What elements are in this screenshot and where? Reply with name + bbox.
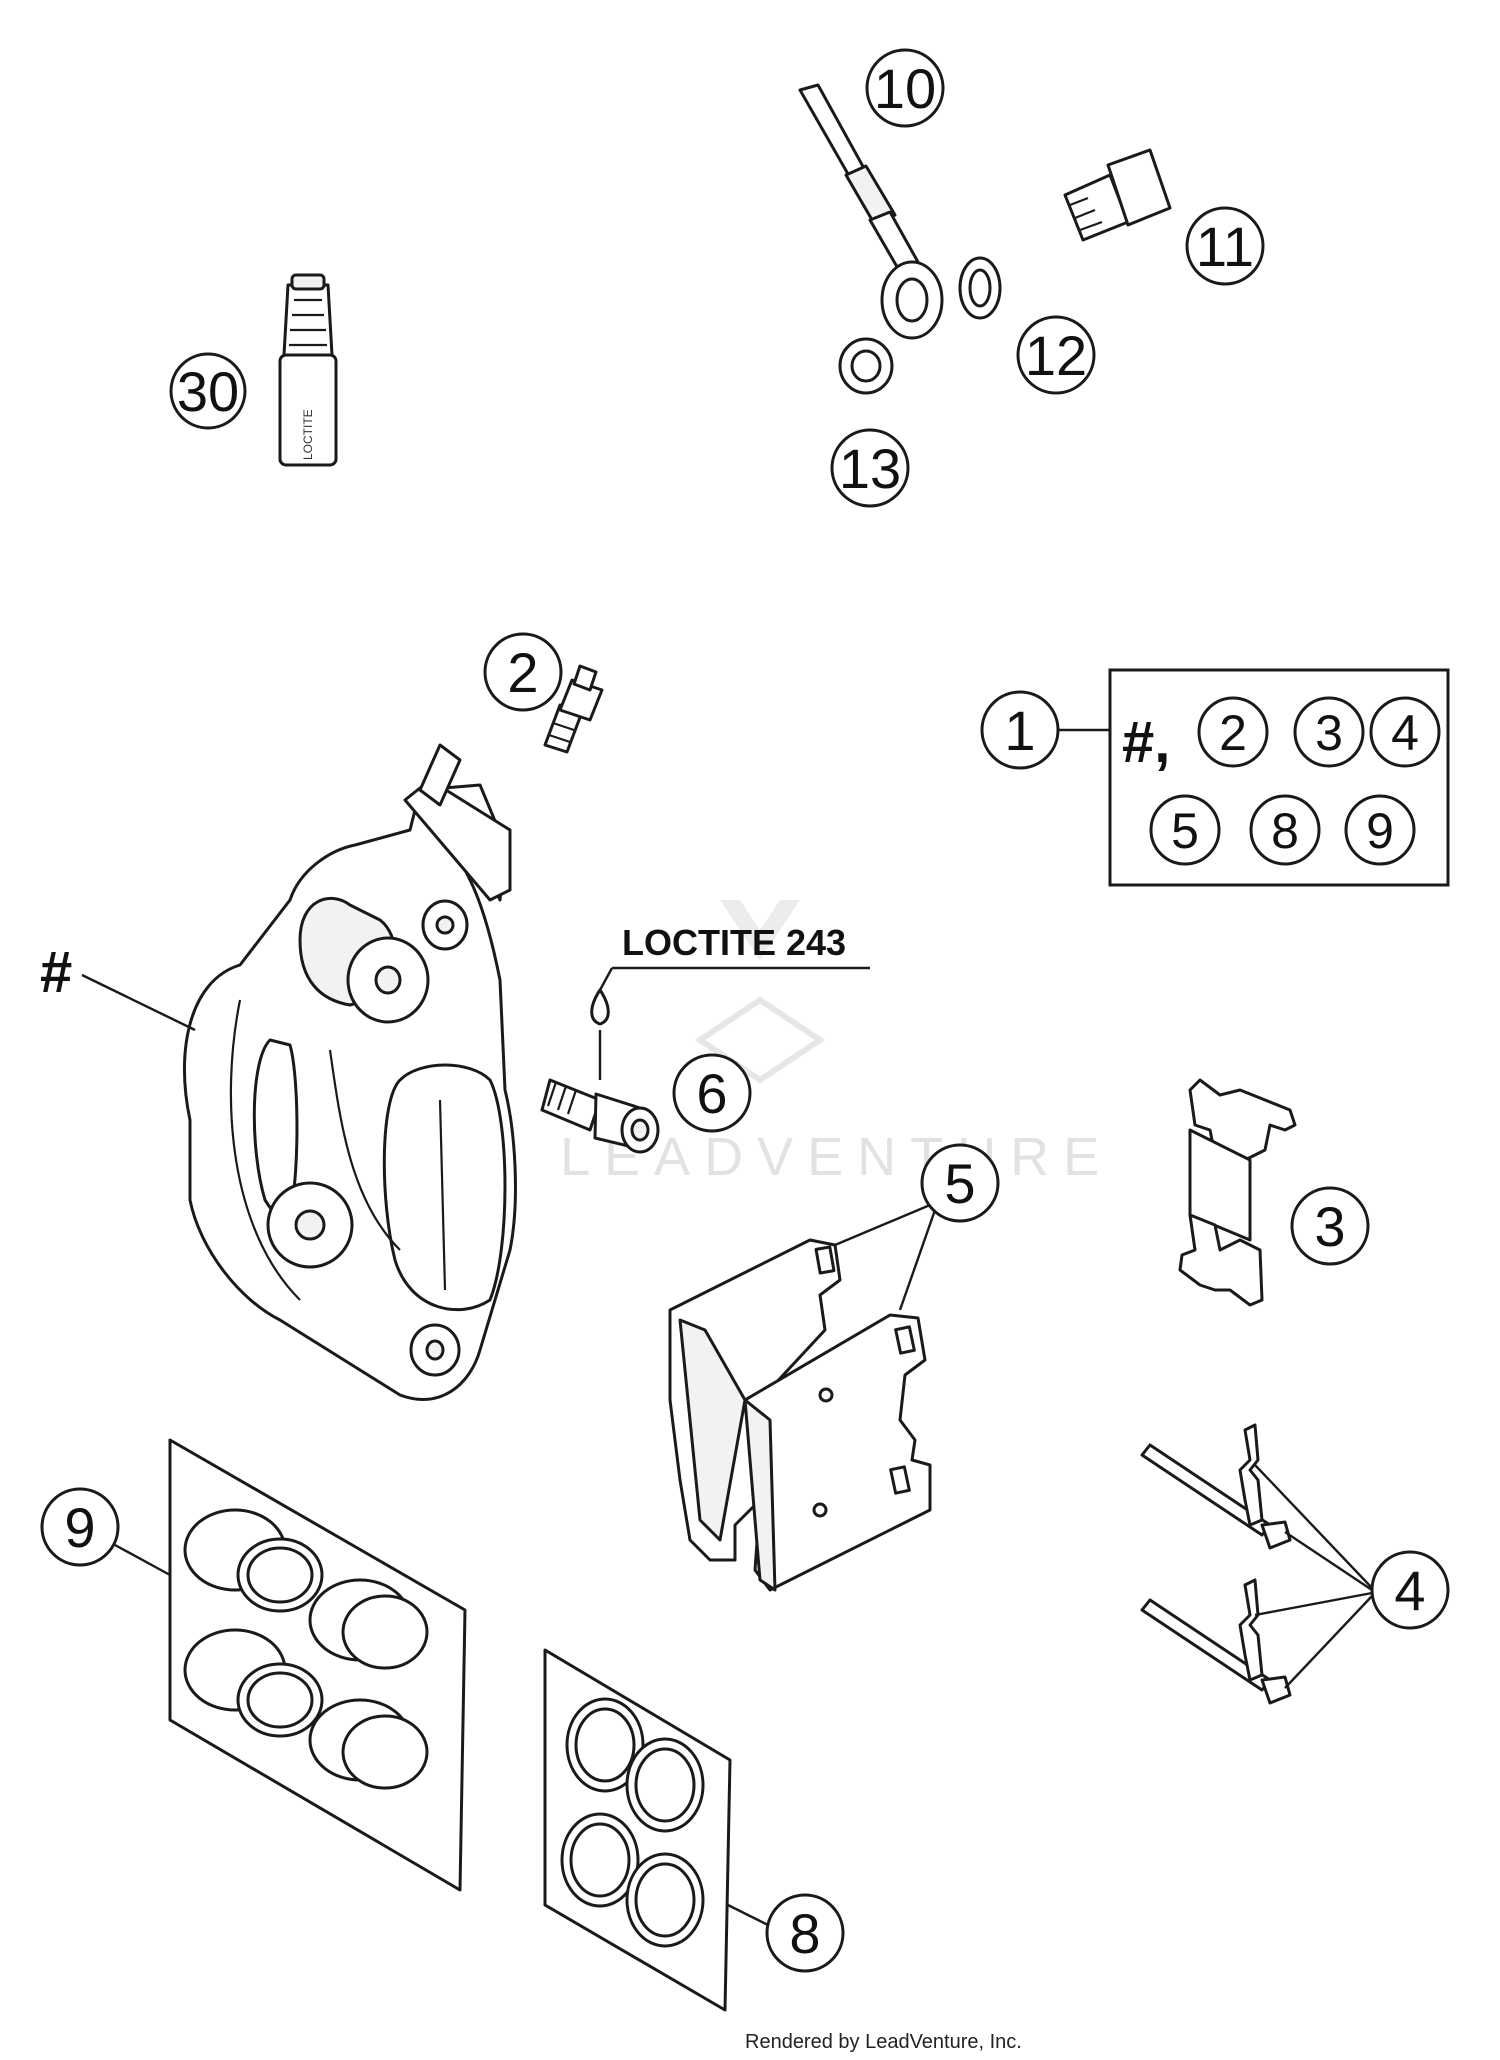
callout-6: 6 <box>672 1053 752 1133</box>
callout-9: 9 <box>40 1487 171 1577</box>
bleeder-screw <box>543 664 604 754</box>
callout-6-number: 6 <box>696 1062 727 1125</box>
callout-12-number: 12 <box>1025 324 1087 387</box>
kit-item-2: 2 <box>1219 705 1247 761</box>
footer-credit: Rendered by LeadVenture, Inc. <box>745 2031 1022 2053</box>
callout-2: 2 <box>483 632 563 712</box>
kit-item-8: 8 <box>1271 803 1299 859</box>
seals-sheet <box>543 1648 732 2012</box>
brake-pads <box>668 1238 932 1592</box>
washer-13 <box>838 337 894 395</box>
kit-item-5: 5 <box>1171 803 1199 859</box>
callout-8: 8 <box>727 1893 845 1973</box>
loctite-tube: LOCTITE <box>278 273 338 467</box>
callout-4-number: 4 <box>1394 1559 1425 1622</box>
brake-caliper <box>183 743 517 1401</box>
pad-spring <box>1178 1078 1297 1307</box>
loctite-243-text: LOCTITE 243 <box>622 922 846 963</box>
pistons-sheet <box>168 1438 467 1892</box>
kit-item-3: 3 <box>1315 705 1343 761</box>
banjo-bolt <box>1063 148 1172 242</box>
callout-8-number: 8 <box>789 1902 820 1965</box>
callout-11-number: 11 <box>1196 215 1254 278</box>
kit-box: #, 2 3 4 5 8 9 <box>1108 668 1450 887</box>
brake-hose <box>798 83 944 340</box>
callout-13-number: 13 <box>839 437 901 500</box>
hash-callout: # <box>40 940 196 1032</box>
callout-2-number: 2 <box>507 641 538 704</box>
callout-30: 30 <box>169 352 247 430</box>
kit-prefix: #, <box>1122 710 1170 775</box>
callout-5: 5 <box>834 1143 1000 1311</box>
kit-item-4: 4 <box>1391 705 1419 761</box>
washer-12 <box>958 256 1002 320</box>
callout-1: 1 <box>980 690 1110 770</box>
callout-10: 10 <box>865 48 945 128</box>
kit-item-9: 9 <box>1366 803 1394 859</box>
callout-12: 12 <box>1016 315 1096 395</box>
loctite-tube-text: LOCTITE <box>301 409 315 460</box>
pins-and-clips <box>1140 1423 1292 1705</box>
callout-5-number: 5 <box>944 1152 975 1215</box>
callout-1-number: 1 <box>1004 699 1035 762</box>
callout-11: 11 <box>1185 206 1265 286</box>
callout-13: 13 <box>830 428 910 508</box>
callout-9-number: 9 <box>64 1496 95 1559</box>
callout-3-number: 3 <box>1314 1195 1345 1258</box>
caliper-screw <box>540 1078 660 1154</box>
callout-30-number: 30 <box>177 360 239 423</box>
callout-4: 4 <box>1254 1464 1450 1689</box>
hash-label: # <box>40 940 72 1005</box>
callout-3: 3 <box>1290 1186 1370 1266</box>
loctite-243-label: LOCTITE 243 <box>598 922 870 991</box>
callout-10-number: 10 <box>874 57 936 120</box>
loctite-drop <box>590 988 610 1080</box>
